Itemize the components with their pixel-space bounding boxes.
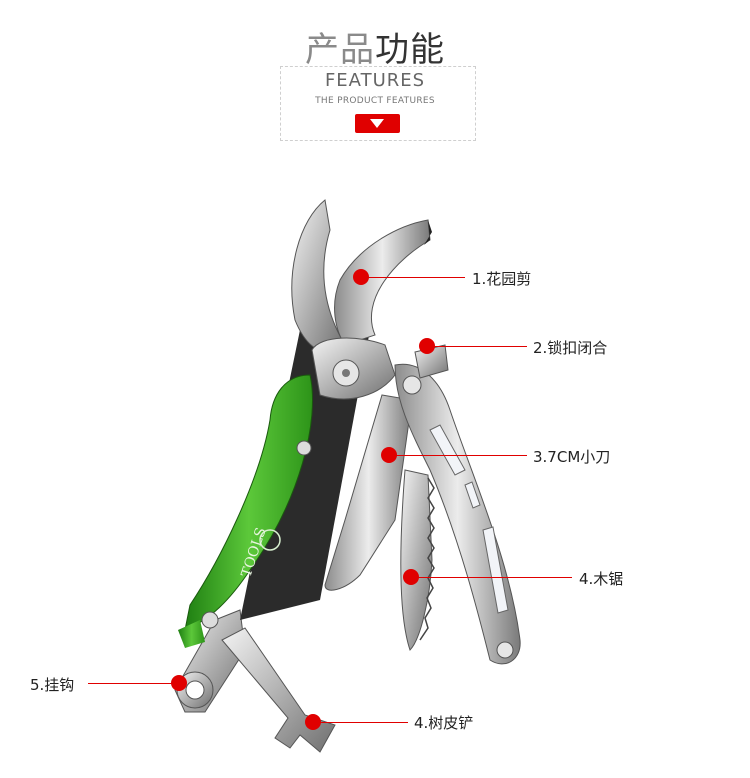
feature-label-bark-scraper: 4.树皮铲: [414, 714, 474, 732]
title-cn-dark: 功能: [375, 30, 445, 70]
right-frame-arm: [394, 363, 521, 665]
feature-label-pruner: 1.花园剪: [472, 270, 532, 288]
header-frame: [280, 66, 476, 141]
callout-line-6: [320, 722, 408, 723]
feature-label-saw: 4.木锯: [579, 570, 624, 588]
knife-blade: [324, 394, 413, 591]
title-en: FEATURES: [324, 70, 426, 91]
callout-line-4: [418, 577, 572, 578]
bark-scraper-tool: [221, 627, 336, 753]
pivot-plate: [311, 337, 396, 400]
callout-dot-1[interactable]: [353, 269, 369, 285]
pruner-upper-blade: [334, 219, 432, 346]
scroll-down-button[interactable]: [355, 114, 400, 133]
page-title: 产品功能: [0, 22, 750, 71]
title-subtitle: THE PRODUCT FEATURES: [315, 96, 435, 106]
title-cn-light: 产品: [305, 30, 375, 70]
feature-label-lock: 2.锁扣闭合: [533, 339, 608, 357]
callout-dot-3[interactable]: [381, 447, 397, 463]
callout-line-1: [368, 277, 465, 278]
feature-label-hook: 5.挂钩: [30, 676, 75, 694]
callout-line-5: [88, 683, 172, 684]
saw-blade: [400, 469, 435, 651]
callout-dot-6[interactable]: [305, 714, 321, 730]
callout-line-3: [396, 455, 527, 456]
callout-line-2: [434, 346, 527, 347]
green-handle: [178, 374, 313, 648]
callout-dot-4[interactable]: [403, 569, 419, 585]
feature-label-knife: 3.7CM小刀: [533, 448, 611, 466]
callout-dot-2[interactable]: [419, 338, 435, 354]
callout-dot-5[interactable]: [171, 675, 187, 691]
